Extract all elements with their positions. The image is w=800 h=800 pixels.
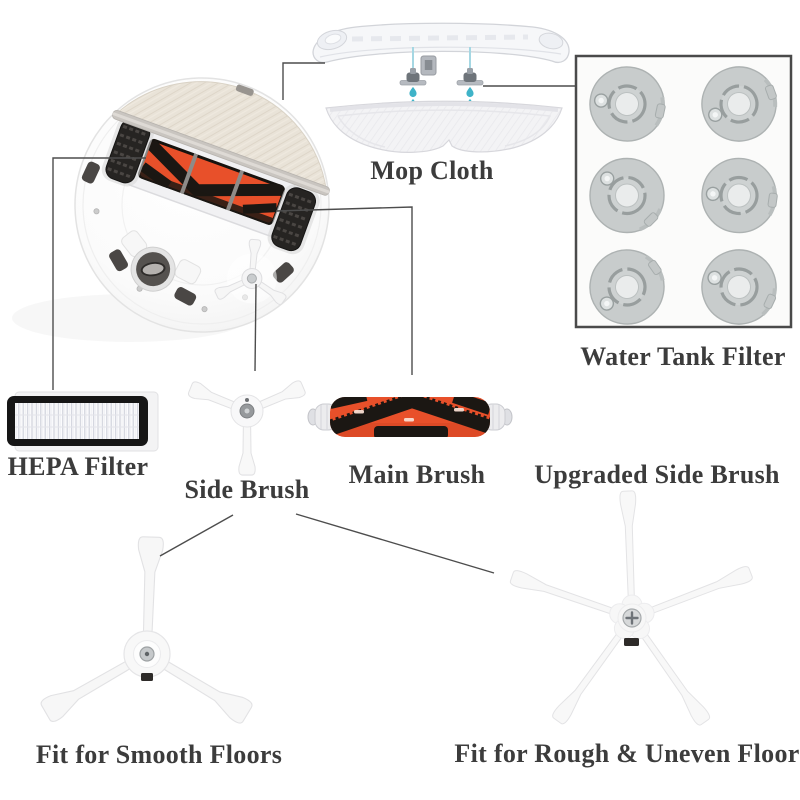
nozzle bbox=[456, 68, 484, 86]
main-brush-label: Main Brush bbox=[348, 460, 486, 489]
main-brush-slots bbox=[354, 408, 464, 422]
robot-main-brush-window bbox=[124, 127, 296, 237]
callout-lines bbox=[52, 62, 575, 574]
fit-rough-uneven-label: Fit for Rough & Uneven Floor bbox=[454, 739, 800, 768]
callout-hepa bbox=[52, 157, 146, 390]
side-brush-3-arm-product bbox=[38, 536, 255, 726]
side-brush-5-arm-product bbox=[508, 490, 754, 728]
callout-smooth-floor-brush bbox=[159, 514, 234, 557]
phillips-screw-icon bbox=[625, 611, 639, 625]
left-wheel bbox=[101, 116, 154, 187]
upgraded-side-brush-label: Upgraded Side Brush bbox=[534, 460, 780, 489]
callout-main-brush bbox=[275, 206, 413, 375]
mop-cloth-product bbox=[325, 100, 563, 153]
callout-side-brush bbox=[254, 283, 257, 372]
mop-bracket bbox=[312, 22, 570, 76]
water-tank-filter-label: Water Tank Filter bbox=[580, 342, 786, 371]
side-brush-label: Side Brush bbox=[184, 475, 310, 504]
hepa-filter-product bbox=[7, 391, 159, 452]
mop-cloth-label: Mop Cloth bbox=[370, 156, 494, 185]
water-tank-filter-box bbox=[575, 54, 793, 341]
main-brush-product bbox=[307, 397, 513, 437]
fit-smooth-floors-label: Fit for Smooth Floors bbox=[35, 740, 283, 769]
caster-wheel bbox=[130, 246, 176, 292]
hepa-filter-label: HEPA Filter bbox=[7, 452, 149, 481]
callout-mop-bracket bbox=[282, 62, 325, 100]
cliff-sensors bbox=[81, 161, 294, 306]
vent bbox=[174, 259, 202, 285]
side-brush-product bbox=[186, 379, 307, 476]
robot-vacuum-underside bbox=[74, 77, 330, 333]
robot-mop-cloth bbox=[112, 81, 330, 196]
robot-side-brush bbox=[213, 238, 288, 307]
callout-rough-floor-brush bbox=[295, 513, 495, 574]
water-nozzles bbox=[399, 47, 484, 122]
right-wheel bbox=[267, 184, 320, 255]
nozzle bbox=[399, 68, 427, 86]
